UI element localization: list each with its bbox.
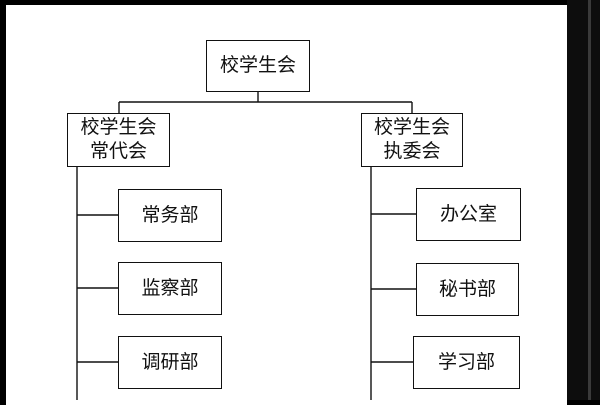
node-branch-right: 校学生会 执委会 xyxy=(361,113,463,167)
node-root: 校学生会 xyxy=(206,40,310,92)
node-dept-label: 办公室 xyxy=(439,202,497,225)
node-branch-left: 校学生会 常代会 xyxy=(67,113,170,167)
node-dept-label: 调研部 xyxy=(141,350,199,373)
node-dept-label: 学习部 xyxy=(437,350,495,373)
node-branch-left-line1: 校学生会 xyxy=(80,116,157,139)
node-dept-left-1: 常务部 xyxy=(118,189,222,242)
node-root-label: 校学生会 xyxy=(219,54,296,77)
scrollbar-thumb[interactable] xyxy=(588,0,591,400)
node-dept-right-3: 学习部 xyxy=(413,336,520,389)
scrollbar-track[interactable] xyxy=(567,0,600,400)
node-dept-right-2: 秘书部 xyxy=(416,263,519,316)
node-dept-label: 监察部 xyxy=(141,276,199,299)
node-dept-label: 秘书部 xyxy=(438,277,496,300)
node-branch-left-line2: 常代会 xyxy=(89,140,147,162)
node-dept-left-2: 监察部 xyxy=(118,262,222,315)
node-dept-right-1: 办公室 xyxy=(416,188,521,241)
node-dept-label: 常务部 xyxy=(141,203,199,226)
node-dept-left-3: 调研部 xyxy=(118,336,222,389)
node-branch-right-line2: 执委会 xyxy=(383,140,441,162)
node-branch-right-line1: 校学生会 xyxy=(373,116,450,139)
